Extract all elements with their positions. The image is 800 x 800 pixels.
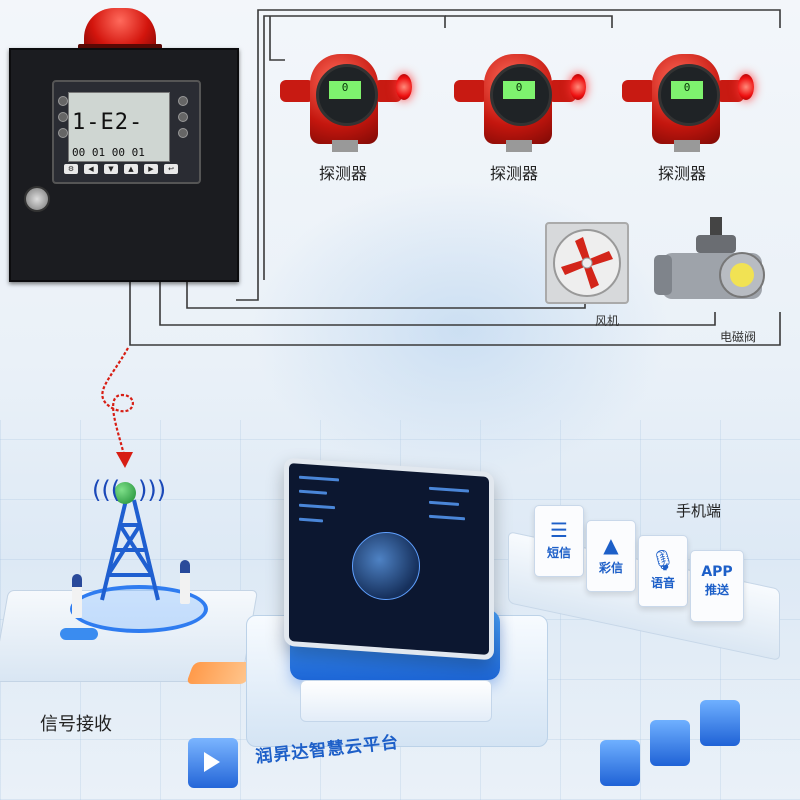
dashboard-line xyxy=(299,504,335,510)
detector-reading: 0 xyxy=(670,80,704,100)
mms-card[interactable]: ▲ 彩信 xyxy=(586,520,636,592)
detector-reading: 0 xyxy=(502,80,536,100)
receiver-badge xyxy=(60,628,98,640)
signal-tower-icon xyxy=(80,490,180,605)
panel-lock-icon xyxy=(24,186,50,212)
voice-card[interactable]: 🎙 语音 xyxy=(638,535,688,607)
right-indicator-3 xyxy=(178,128,188,138)
text-tile-icon xyxy=(600,740,640,786)
detector-neck xyxy=(332,140,358,152)
technician-figure xyxy=(72,574,82,618)
detector-alarm-lamp-icon xyxy=(570,74,586,100)
app-title: APP xyxy=(691,565,743,579)
signal-receive-label: 信号接收 xyxy=(40,710,112,736)
play-icon xyxy=(204,752,220,772)
mountain-image-icon: ▲ xyxy=(587,533,635,557)
left-indicator-1 xyxy=(58,96,68,106)
signal-arrowhead xyxy=(116,452,133,468)
detector-1: 0 xyxy=(272,36,412,146)
detector-neck xyxy=(506,140,532,152)
detector-neck xyxy=(674,140,700,152)
dashboard-line xyxy=(429,501,459,506)
sms-card-label: 短信 xyxy=(535,546,583,560)
controller-keypad: ⚙ ◀ ▼ ▲ ▶ ↩ xyxy=(64,164,178,174)
data-link-strip xyxy=(186,662,254,684)
left-indicator-3 xyxy=(58,128,68,138)
image-tile-icon xyxy=(700,700,740,746)
signal-waves-left-icon: ((( xyxy=(92,476,120,504)
dashboard-line xyxy=(299,490,327,495)
fan-label: 风机 xyxy=(595,312,619,329)
fan-ring xyxy=(553,229,621,297)
keypad-gear-icon[interactable]: ⚙ xyxy=(64,164,78,174)
dashboard-line xyxy=(429,515,465,521)
valve-wire xyxy=(160,278,715,325)
valve-label: 电磁阀 xyxy=(720,328,756,345)
video-tile-icon xyxy=(650,720,690,766)
exhaust-fan xyxy=(545,222,629,304)
lcd-counter-row: 00 01 00 01 xyxy=(72,146,145,159)
left-indicator-2 xyxy=(58,112,68,122)
detector-3: 0 xyxy=(614,36,754,146)
right-indicator-1 xyxy=(178,96,188,106)
message-lines-icon: ☰ xyxy=(535,518,583,542)
detector-arm xyxy=(280,80,314,102)
detector-alarm-lamp-icon xyxy=(396,74,412,100)
microphone-icon: 🎙 xyxy=(639,548,687,572)
detector-arm xyxy=(454,80,488,102)
detector-arm xyxy=(622,80,656,102)
solenoid-valve-icon xyxy=(652,215,772,310)
right-indicator-2 xyxy=(178,112,188,122)
detector-label-1: 探测器 xyxy=(319,160,367,184)
dashboard-line xyxy=(299,476,339,482)
keypad-return-icon[interactable]: ↩ xyxy=(164,164,178,174)
technician-figure xyxy=(180,560,190,604)
dashboard-globe-icon xyxy=(352,532,420,600)
keypad-right-icon[interactable]: ▶ xyxy=(144,164,158,174)
dashboard-line xyxy=(299,518,323,523)
detector-alarm-lamp-icon xyxy=(738,74,754,100)
fan-blades-icon xyxy=(555,231,619,295)
signal-waves-right-icon: ))) xyxy=(138,476,166,504)
voice-card-label: 语音 xyxy=(639,576,687,590)
signal-arrow xyxy=(102,348,133,455)
app-push-label: 推送 xyxy=(691,583,743,597)
dashboard-line xyxy=(429,487,469,493)
keypad-down-icon[interactable]: ▼ xyxy=(104,164,118,174)
mms-card-label: 彩信 xyxy=(587,561,635,575)
detector-reading: 0 xyxy=(328,80,362,100)
bus-wire-2b xyxy=(445,16,612,28)
detector-2: 0 xyxy=(446,36,586,146)
lcd-main-readout: 1-E2- xyxy=(72,110,143,135)
keypad-up-icon[interactable]: ▲ xyxy=(124,164,138,174)
detector-label-2: 探测器 xyxy=(490,160,538,184)
app-push-card[interactable]: APP 推送 xyxy=(690,550,744,622)
fan-wire xyxy=(187,278,585,308)
detector-label-3: 探测器 xyxy=(658,160,706,184)
mobile-label: 手机端 xyxy=(676,500,721,521)
keypad-left-icon[interactable]: ◀ xyxy=(84,164,98,174)
sms-card[interactable]: ☰ 短信 xyxy=(534,505,584,577)
platform-tier xyxy=(300,680,492,722)
